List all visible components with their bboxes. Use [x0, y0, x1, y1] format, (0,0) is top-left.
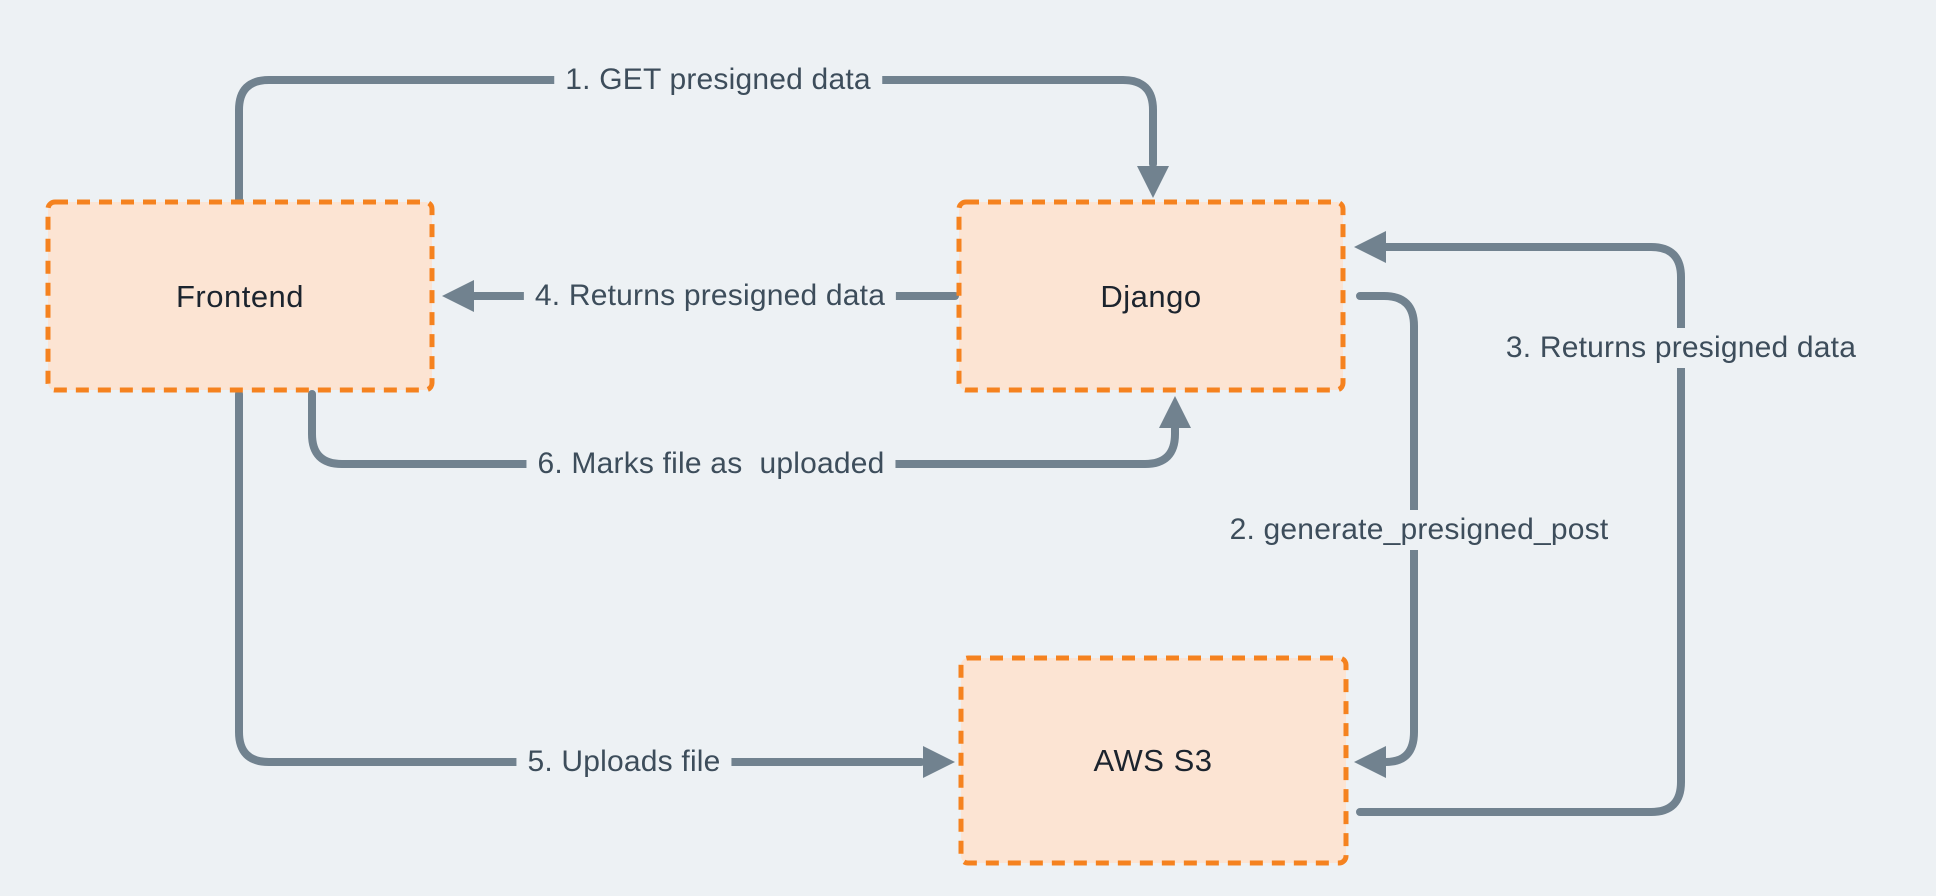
node-frontend-box [45, 199, 435, 393]
arrow-label-4: 4. Returns presigned data [523, 276, 897, 316]
arrow-label-3: 3. Returns presigned data [1494, 328, 1868, 368]
node-django-label: Django [1100, 279, 1202, 314]
arrowhead-1-down [1137, 166, 1169, 198]
node-aws-s3-label: AWS S3 [1093, 743, 1213, 778]
arrow-2-generate-presigned-post [1356, 292, 1418, 766]
arrow-label-2: 2. generate_presigned_post [1218, 510, 1620, 550]
arrow-label-5: 5. Uploads file [516, 742, 732, 782]
node-frontend-label: Frontend [175, 279, 305, 314]
arrowhead-4-left [442, 280, 474, 312]
arrowhead-3-left [1354, 231, 1386, 263]
arrowhead-5-right [923, 746, 955, 778]
arrowhead-2-left [1354, 746, 1386, 778]
arrowhead-6-up [1159, 396, 1191, 428]
arrow-3-returns-presigned-data [1356, 243, 1685, 816]
arrow-5-uploads-file [235, 390, 925, 766]
node-django-box [956, 199, 1346, 393]
arrow-label-1: 1. GET presigned data [554, 60, 882, 100]
arrow-label-6: 6. Marks file as uploaded [526, 444, 896, 484]
node-aws-s3-box [958, 655, 1349, 866]
